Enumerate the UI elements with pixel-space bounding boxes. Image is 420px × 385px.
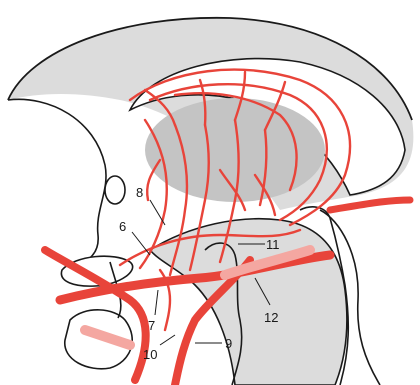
- small-lobe: [105, 176, 125, 204]
- label-9: 9: [225, 336, 232, 351]
- label-6: 6: [119, 219, 126, 234]
- label-7: 7: [148, 318, 155, 333]
- label-8: 8: [136, 185, 143, 200]
- deep-gray-mass: [145, 98, 325, 202]
- label-10: 10: [143, 347, 157, 362]
- left-outline: [8, 99, 106, 265]
- label-11: 11: [266, 237, 280, 252]
- label-12: 12: [264, 310, 278, 325]
- posterior-artery: [330, 200, 410, 210]
